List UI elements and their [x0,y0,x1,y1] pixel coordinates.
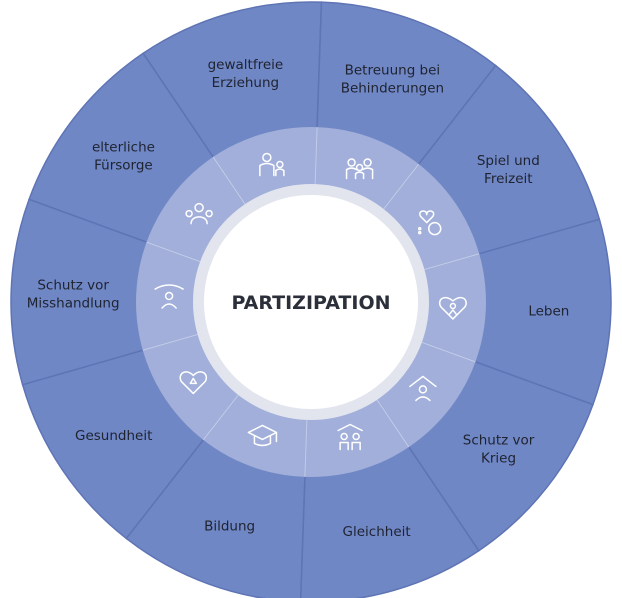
graduation-cap-icon [247,424,278,447]
segment-label-line: Erziehung [212,75,279,91]
segment-label-line: Gleichheit [343,524,411,540]
ring-divider [383,163,420,210]
segment-label-line: Behinderungen [341,80,444,96]
shelter-person-icon [409,375,437,402]
ring-divider [142,334,198,351]
heart-health-icon [179,371,207,395]
segment-label-line: Freizeit [484,171,533,187]
group-people-icon [345,158,374,180]
segment-label-line: Spiel und [477,153,540,169]
center-title: PARTIZIPATION [231,292,390,314]
protected-person-icon [154,284,184,309]
heart-smiley-icon [417,210,442,236]
segment-label-line: Fürsorge [94,157,153,173]
segment-label-line: Schutz vor [463,433,535,449]
segment-label-line: gewaltfreie [208,57,284,73]
segment-label-line: Krieg [481,451,516,467]
ring-divider [202,394,239,441]
center-circle [204,195,418,409]
equal-people-icon [337,423,363,451]
segment-label-line: Gesundheit [75,428,152,444]
segment-label-7: Gleichheit [343,524,411,540]
heart-person-icon [438,296,467,320]
segment-label-line: Betreuung bei [345,62,441,78]
ring-divider [424,253,480,270]
ring-dividers [142,127,480,477]
ring-divider [146,241,201,263]
icons-layer [154,152,467,451]
ring-divider [304,419,308,477]
segment-label-5: Leben [528,303,569,319]
segment-label-line: Misshandlung [27,296,120,312]
segment-label-line: Leben [528,303,569,319]
segment-label-8: Bildung [204,519,255,535]
segment-label-line: elterliche [92,139,155,155]
family-icon [185,202,213,225]
parent-child-icon [259,152,285,177]
ring-divider [314,127,318,185]
segment-label-line: Bildung [204,519,255,535]
ring-divider [421,341,476,363]
ring-divider [212,156,246,205]
segment-label-line: Schutz vor [37,278,109,294]
segment-label-9: Gesundheit [75,428,152,444]
ring-divider [376,399,410,448]
